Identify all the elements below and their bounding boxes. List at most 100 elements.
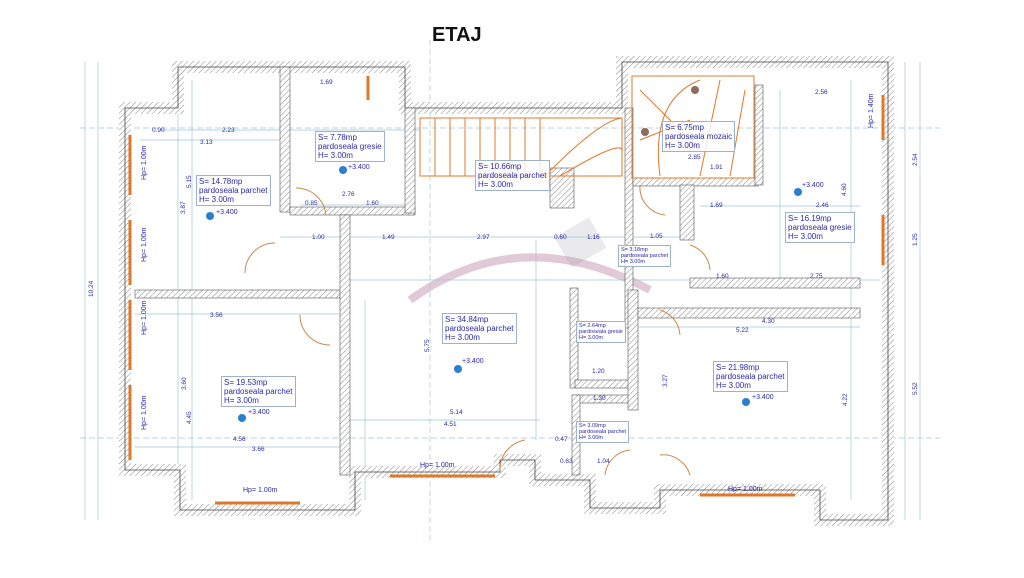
dimension-label: 3.27 bbox=[662, 374, 669, 387]
level-text: +3.400 bbox=[752, 394, 774, 401]
dimension-label: 3.66 bbox=[252, 446, 265, 453]
room-floor: pardoseala mozaic bbox=[665, 132, 733, 141]
room-height: H= 3.00m bbox=[579, 335, 603, 341]
dimension-label: 0.63 bbox=[560, 458, 573, 465]
dimension-label: 1.91 bbox=[710, 164, 723, 171]
room-area: S= 21.98mp bbox=[716, 363, 760, 372]
dimension-label: 0.90 bbox=[152, 127, 165, 134]
room-area: S= 10.66mp bbox=[478, 162, 522, 171]
dimension-label: 5.75 bbox=[424, 339, 431, 352]
room-height: H= 3.00m bbox=[579, 435, 603, 441]
plan-title: ETAJ bbox=[432, 24, 482, 46]
room-floor: pardoseala parchet bbox=[445, 324, 514, 333]
dimension-label: 5.15 bbox=[186, 175, 193, 188]
dimension-label: 2.46 bbox=[816, 202, 829, 209]
room-floor: pardoseala parchet bbox=[224, 387, 293, 396]
dimension-label: 3.56 bbox=[210, 312, 223, 319]
room-area: S= 2.64mp bbox=[579, 323, 606, 329]
room-height: H= 3.00m bbox=[199, 195, 234, 204]
dimension-label: 10.24 bbox=[88, 280, 95, 297]
room-area: S= 34.84mp bbox=[445, 315, 489, 324]
dimension-label: 2.75 bbox=[810, 273, 823, 280]
room-floor: pardoseala gresie bbox=[788, 223, 852, 232]
dimension-label: 1.05 bbox=[650, 233, 663, 240]
dimension-label: 1.60 bbox=[366, 200, 379, 207]
dimension-label: 0.85 bbox=[305, 200, 318, 207]
room-floor: pardoseala parchet bbox=[621, 253, 669, 259]
dimension-label: 0.60 bbox=[554, 234, 567, 241]
dimension-label: 5.52 bbox=[912, 382, 919, 395]
room-area: S= 3.09mp bbox=[579, 423, 606, 429]
room-height: H= 3.00m bbox=[716, 381, 751, 390]
dimension-label: 5.14 bbox=[450, 409, 463, 416]
dimension-label: 2.85 bbox=[688, 154, 701, 161]
dimension-label: 1.25 bbox=[912, 233, 919, 246]
dimension-label: 1.04 bbox=[597, 458, 610, 465]
room-area: S= 3.18mp bbox=[621, 247, 648, 253]
dimension-label: 4.51 bbox=[444, 421, 457, 428]
window-label: Hp= 1.00m bbox=[420, 462, 455, 469]
room-floor: pardoseala parchet bbox=[199, 186, 268, 195]
room-floor: pardoseala parchet bbox=[579, 429, 627, 435]
dimension-label: 1.69 bbox=[710, 202, 723, 209]
room-area: S= 7.78mp bbox=[318, 133, 357, 142]
room-height: H= 3.00m bbox=[621, 259, 645, 265]
dimension-label: 5.22 bbox=[736, 327, 749, 334]
dimension-label: 1.20 bbox=[592, 368, 605, 375]
dimension-label: 2.23 bbox=[222, 127, 235, 134]
windows bbox=[128, 76, 885, 505]
dimension-label: 4.56 bbox=[233, 436, 246, 443]
level-text: +3.400 bbox=[348, 164, 370, 171]
watermark-logo bbox=[407, 217, 652, 304]
room-area: S= 16.19mp bbox=[788, 214, 832, 223]
dimension-label: 4.30 bbox=[762, 318, 775, 325]
dimension-label: 2.54 bbox=[912, 153, 919, 166]
level-text: +3.400 bbox=[802, 182, 824, 189]
room-height: H= 3.00m bbox=[478, 180, 513, 189]
window-label: Hp= 1.00m bbox=[141, 395, 148, 430]
window-label: Hp= 1.40m bbox=[868, 93, 875, 128]
window-label: Hp= 1.00m bbox=[728, 486, 763, 493]
window-label: Hp= 1.00m bbox=[141, 300, 148, 335]
level-text: +3.400 bbox=[216, 209, 238, 216]
level-text: +3.400 bbox=[462, 358, 484, 365]
room-height: H= 3.00m bbox=[445, 333, 480, 342]
dimension-label: 4.22 bbox=[842, 393, 849, 406]
room-floor: pardoseala gresie bbox=[579, 329, 623, 335]
dimension-label: 1.00 bbox=[312, 234, 325, 241]
dimension-label: 1.30 bbox=[593, 395, 606, 402]
dimension-label: 3.13 bbox=[200, 139, 213, 146]
dimension-label: 2.76 bbox=[342, 191, 355, 198]
room-height: H= 3.00m bbox=[318, 151, 353, 160]
window-label: Hp= 1.00m bbox=[243, 487, 278, 494]
dimension-label: 1.16 bbox=[587, 234, 600, 241]
doors bbox=[244, 184, 711, 476]
room-area: S= 6.75mp bbox=[665, 123, 704, 132]
room-area: S= 14.78mp bbox=[199, 177, 243, 186]
dimension-label: 1.69 bbox=[320, 79, 333, 86]
dimension-label: 2.56 bbox=[815, 89, 828, 96]
room-height: H= 3.00m bbox=[224, 396, 259, 405]
room-area: S= 19.53mp bbox=[224, 378, 268, 387]
dimension-label: 0.47 bbox=[555, 436, 568, 443]
dimension-label: 4.60 bbox=[841, 183, 848, 196]
dimension-label: 2.97 bbox=[477, 234, 490, 241]
window-label: Hp= 1.00m bbox=[141, 145, 148, 180]
interior-walls bbox=[134, 66, 861, 476]
level-text: +3.400 bbox=[248, 409, 270, 416]
dimension-label: 3.60 bbox=[181, 377, 188, 390]
window-label: Hp= 1.00m bbox=[141, 227, 148, 262]
